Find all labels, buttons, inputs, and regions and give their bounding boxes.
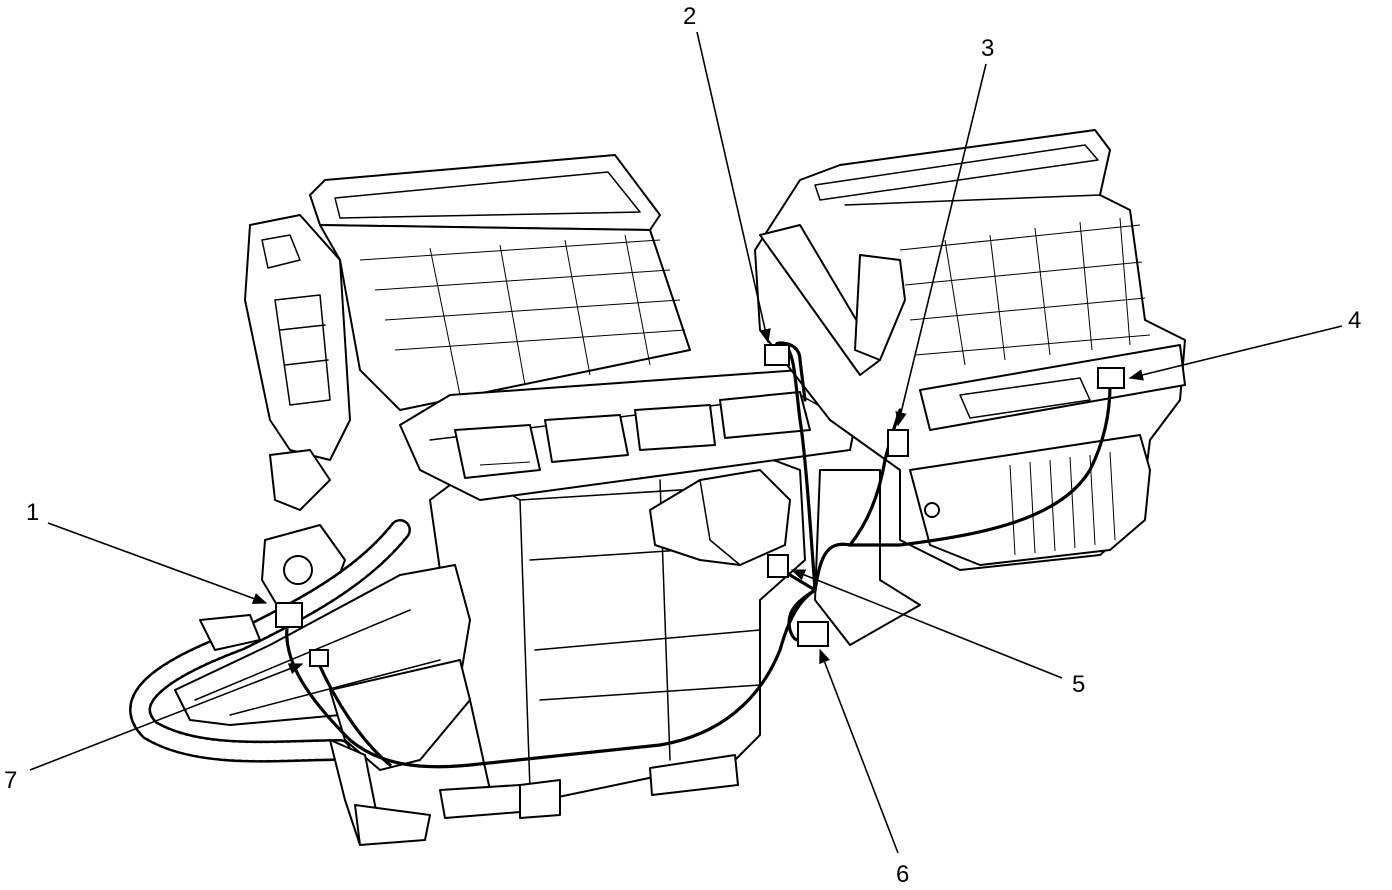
callout-1: 1 [26, 499, 39, 526]
connector-5 [767, 554, 789, 578]
callout-7: 7 [4, 767, 17, 794]
leader-4 [1128, 325, 1343, 381]
actuator-motors [261, 449, 791, 611]
connector-4 [1097, 367, 1125, 389]
connectors [275, 344, 1125, 667]
connector-2 [764, 344, 790, 366]
callout-leaders [29, 31, 1343, 854]
leader-2 [696, 31, 771, 344]
callout-2: 2 [683, 3, 696, 30]
leader-5 [790, 569, 1063, 679]
callout-numbers: 1 2 3 4 5 6 7 [4, 3, 1361, 888]
callout-3: 3 [981, 35, 994, 62]
corrugated-hose [129, 519, 431, 846]
connector-6 [797, 621, 829, 647]
leader-3 [895, 63, 987, 427]
callout-4: 4 [1348, 307, 1361, 334]
leader-7 [29, 663, 304, 771]
leader-1 [47, 522, 268, 604]
leader-6 [819, 648, 899, 854]
callout-6: 6 [896, 861, 909, 888]
connector-1 [275, 602, 303, 628]
connector-3 [887, 429, 909, 457]
callout-5: 5 [1072, 671, 1085, 698]
connector-7 [309, 649, 329, 667]
